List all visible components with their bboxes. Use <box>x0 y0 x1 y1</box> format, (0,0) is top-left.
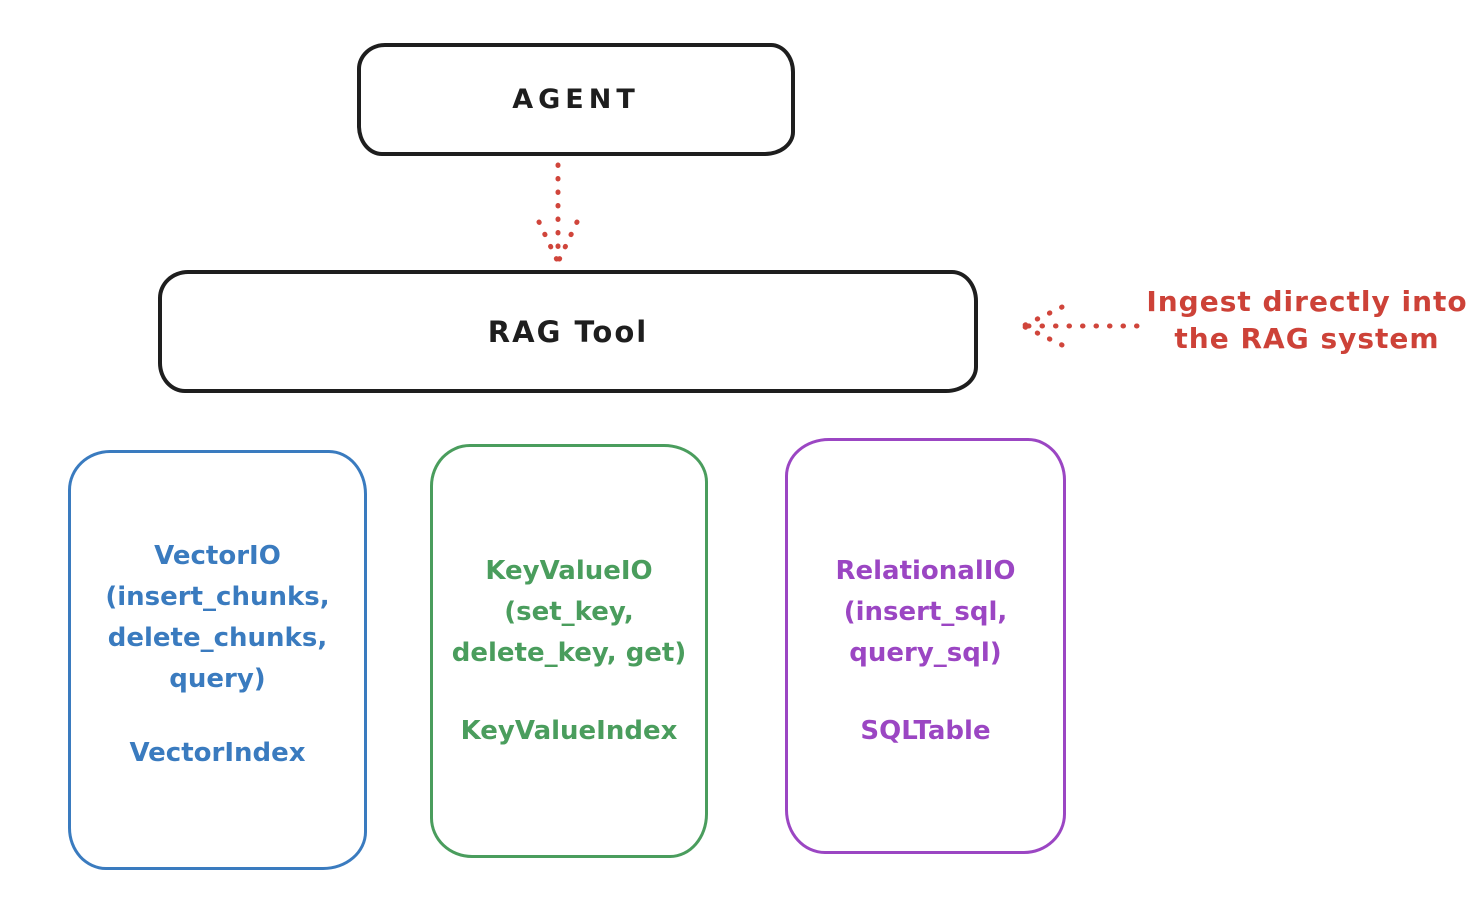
relational-io-node: RelationalIO (insert_sql, query_sql) SQL… <box>785 438 1066 854</box>
keyvalue-index-label: KeyValueIndex <box>460 716 678 746</box>
vector-io-line: VectorIO <box>154 541 281 571</box>
vector-io-line: (insert_chunks, <box>105 582 330 612</box>
keyvalue-io-methods: KeyValueIO (set_key, delete_key, get) <box>433 551 705 674</box>
vector-io-methods: VectorIO (insert_chunks, delete_chunks, … <box>71 536 364 700</box>
keyvalue-io-line: delete_key, get) <box>451 638 687 668</box>
ingest-annotation-line1: Ingest directly into <box>1146 285 1468 318</box>
relational-io-line: query_sql) <box>849 638 1002 668</box>
vector-io-line: delete_chunks, <box>107 623 328 653</box>
keyvalue-io-node: KeyValueIO (set_key, delete_key, get) Ke… <box>430 444 708 858</box>
relational-io-line: RelationalIO <box>835 556 1016 586</box>
relational-io-line: (insert_sql, <box>843 597 1008 627</box>
rag-tool-label: RAG Tool <box>487 314 649 349</box>
dotted-arrow-down-icon <box>536 162 580 263</box>
dotted-arrow-left-icon <box>1022 304 1140 348</box>
keyvalue-io-line: KeyValueIO <box>485 556 653 586</box>
keyvalue-io-line: (set_key, <box>504 597 634 627</box>
ingest-annotation-line2: the RAG system <box>1174 322 1440 355</box>
relational-io-methods: RelationalIO (insert_sql, query_sql) <box>788 551 1063 674</box>
agent-node: AGENT <box>357 43 795 156</box>
ingest-annotation: Ingest directly into the RAG system <box>1135 283 1479 357</box>
vector-io-line: query) <box>169 664 266 694</box>
rag-tool-node: RAG Tool <box>158 270 978 393</box>
vector-index-label: VectorIndex <box>129 738 306 768</box>
agent-label: AGENT <box>512 84 640 115</box>
sql-table-label: SQLTable <box>860 716 991 746</box>
vector-io-node: VectorIO (insert_chunks, delete_chunks, … <box>68 450 367 870</box>
